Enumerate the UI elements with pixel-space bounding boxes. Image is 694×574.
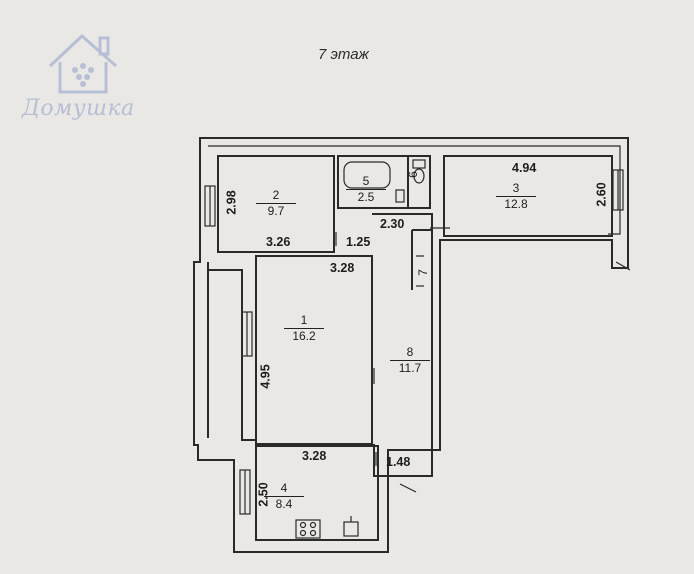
room-6-number: 6 <box>405 171 420 178</box>
logo <box>20 22 150 132</box>
room-1-number: 1 <box>300 313 308 327</box>
outer-wall-inner <box>208 145 621 235</box>
room-2-area: 9.7 <box>256 203 296 218</box>
room-3-area: 12.8 <box>496 196 536 211</box>
stove <box>295 519 321 539</box>
annex-walls <box>207 262 256 441</box>
room-4-area: 8.4 <box>264 496 304 511</box>
sink <box>343 521 359 537</box>
dim-corridor-148: 1.48 <box>386 455 411 469</box>
room-7-walls <box>411 229 432 290</box>
house-logo-icon <box>48 33 117 94</box>
bathtub <box>343 161 391 189</box>
room-2-walls <box>217 155 335 253</box>
room-8-number: 8 <box>406 345 414 359</box>
room-1-walls <box>255 255 373 445</box>
dim-bath-230: 2.30 <box>380 217 405 231</box>
dim-room1-height: 4.95 <box>258 364 273 389</box>
floor-title: 7 этаж <box>318 46 369 63</box>
room-5-number: 5 <box>362 174 370 188</box>
dim-room1-width: 3.28 <box>330 261 355 275</box>
outer-wall <box>193 137 629 553</box>
room-7-number: 7 <box>415 269 430 276</box>
room-5-area: 2.5 <box>346 189 386 204</box>
toilet <box>412 159 426 169</box>
room-8-walls <box>372 213 433 477</box>
dim-room3-width: 4.94 <box>512 161 537 175</box>
dim-room2-height: 2.98 <box>224 190 239 215</box>
room-1-area: 16.2 <box>284 328 324 343</box>
dim-room3-height: 2.60 <box>594 182 609 207</box>
room-6-walls <box>407 155 431 209</box>
room-2-number: 2 <box>272 188 280 202</box>
dim-room4-height: 2.50 <box>256 482 271 507</box>
room-3-walls <box>443 155 613 237</box>
room-4-walls <box>255 445 379 541</box>
dim-corridor-125: 1.25 <box>346 235 371 249</box>
logo-text: Домушка <box>22 96 135 121</box>
room-8-area: 11.7 <box>390 360 430 375</box>
room-3-number: 3 <box>512 181 520 195</box>
dim-room4-width: 3.28 <box>302 449 327 463</box>
dim-room2-width: 3.26 <box>266 235 291 249</box>
room-4-number: 4 <box>280 481 288 495</box>
